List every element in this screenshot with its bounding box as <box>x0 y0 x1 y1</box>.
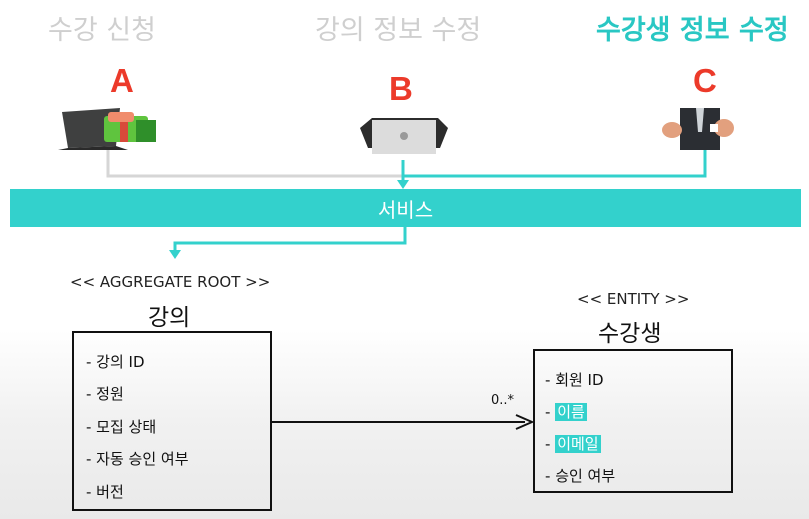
entity-attribute: - 회원 ID <box>545 369 604 390</box>
aggregate-stereotype: << AGGREGATE ROOT >> <box>70 273 270 291</box>
service-banner: 서비스 <box>10 189 801 227</box>
aggregate-attribute: - 정원 <box>86 383 124 404</box>
connector-c <box>403 150 705 176</box>
arrowhead-to-aggregate <box>169 250 181 259</box>
aggregate-attribute: - 강의 ID <box>86 351 145 372</box>
connector-a <box>108 148 403 176</box>
connector-service-to-aggregate <box>175 227 405 252</box>
arrowhead-to-service <box>397 180 409 189</box>
attribute-text: 회원 ID <box>555 371 603 389</box>
attribute-prefix: - <box>545 403 555 421</box>
aggregate-attribute: - 버전 <box>86 481 124 502</box>
attribute-prefix: - <box>545 435 555 453</box>
association-multiplicity: 0..* <box>491 393 514 408</box>
service-label: 서비스 <box>378 194 433 223</box>
attribute-text: 승인 여부 <box>555 467 615 485</box>
aggregate-attribute: - 모집 상태 <box>86 416 156 437</box>
attribute-text-highlighted: 이메일 <box>555 435 600 453</box>
aggregate-box: - 강의 ID - 정원 - 모집 상태 - 자동 승인 여부 - 버전 <box>72 331 272 511</box>
entity-name: 수강생 <box>598 314 661 348</box>
attribute-prefix: - <box>545 371 555 389</box>
businessman-icon <box>660 108 736 150</box>
laptop-gift-icon <box>58 108 158 150</box>
entity-attribute: - 승인 여부 <box>545 465 615 486</box>
laptop-icon <box>360 114 448 156</box>
entity-attribute: - 이름 <box>545 401 587 422</box>
entity-stereotype: << ENTITY >> <box>577 290 689 308</box>
entity-attribute: - 이메일 <box>545 433 601 454</box>
attribute-prefix: - <box>545 467 555 485</box>
attribute-text-highlighted: 이름 <box>555 403 587 421</box>
aggregate-name: 강의 <box>148 298 190 332</box>
entity-box: - 회원 ID - 이름 - 이메일 - 승인 여부 <box>533 349 733 493</box>
aggregate-attribute: - 자동 승인 여부 <box>86 448 189 469</box>
